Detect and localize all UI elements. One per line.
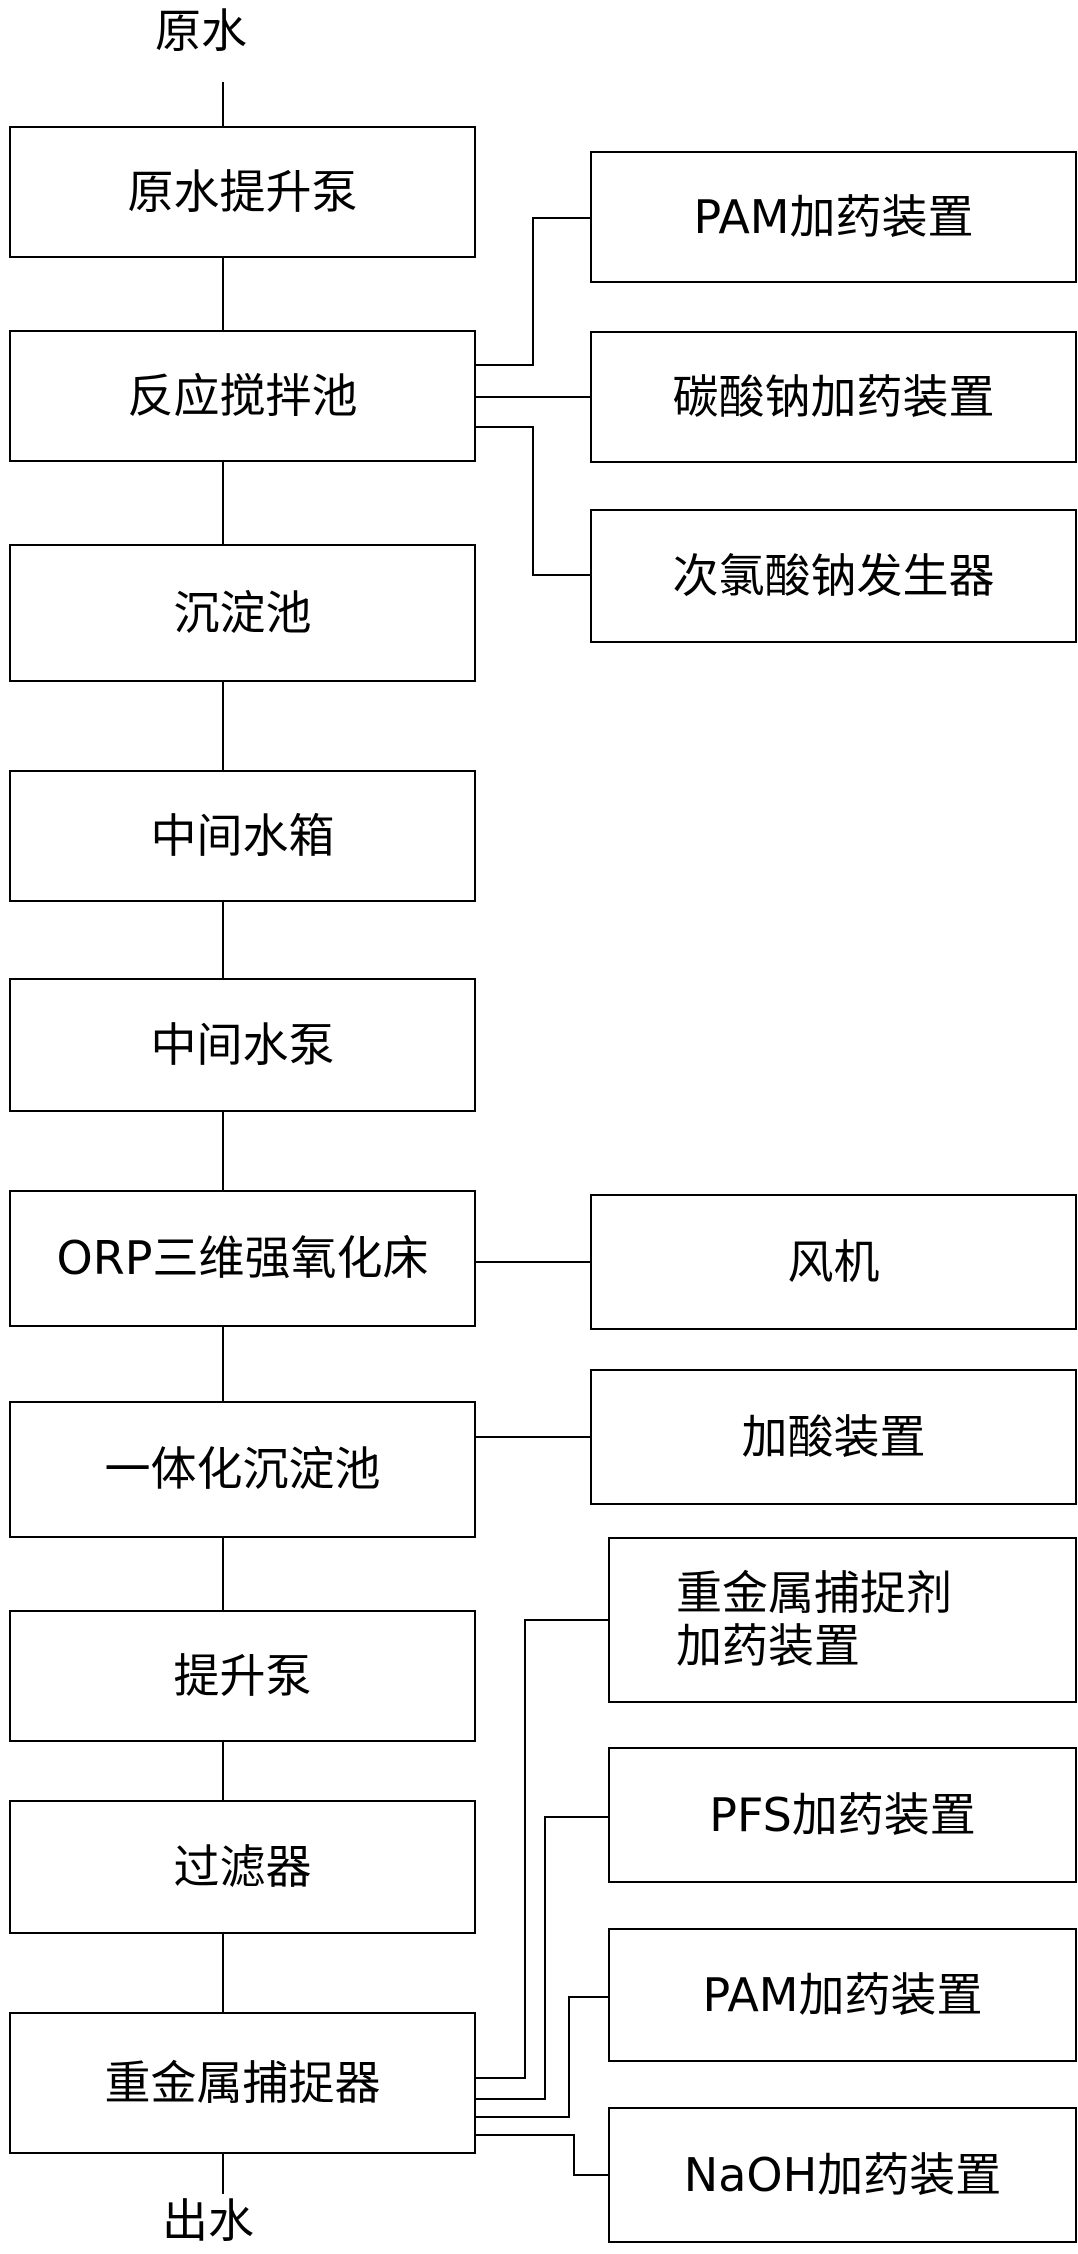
connector-reaction-to-hypochlorite xyxy=(476,426,590,576)
raw-water-pump-box: 原水提升泵 xyxy=(9,126,476,258)
acid-dosing-device-box: 加酸装置 xyxy=(590,1369,1077,1505)
sodium-hypochlorite-generator-box: 次氯酸钠发生器 xyxy=(590,509,1077,643)
heavy-metal-agent-dosing-box: 重金属捕捉剂 加药装置 xyxy=(608,1537,1077,1703)
intermediate-water-pump-box: 中间水泵 xyxy=(9,978,476,1112)
raw-water-label: 原水 xyxy=(155,4,247,58)
filter-box: 过滤器 xyxy=(9,1800,476,1934)
pam-dosing-device-box: PAM加药装置 xyxy=(590,151,1077,283)
lift-pump-box: 提升泵 xyxy=(9,1610,476,1742)
pfs-dosing-device-box: PFS加药装置 xyxy=(608,1747,1077,1883)
naoh-dosing-device-box: NaOH加药装置 xyxy=(608,2107,1077,2243)
integrated-settler-box: 一体化沉淀池 xyxy=(9,1401,476,1538)
heavy-metal-catcher-box: 重金属捕捉器 xyxy=(9,2012,476,2154)
reaction-mixing-tank-box: 反应搅拌池 xyxy=(9,330,476,462)
sodium-carbonate-dosing-box: 碳酸钠加药装置 xyxy=(590,331,1077,463)
connector-catcher-to-pam xyxy=(476,1996,608,2118)
connector-catcher-to-hm-agent xyxy=(476,1619,608,2079)
blower-box: 风机 xyxy=(590,1194,1077,1330)
intermediate-water-tank-box: 中间水箱 xyxy=(9,770,476,902)
connector-catcher-to-pfs xyxy=(476,1816,608,2100)
connector-reaction-to-pam xyxy=(476,217,590,366)
orp-oxidation-bed-box: ORP三维强氧化床 xyxy=(9,1190,476,1327)
pam-dosing-device-box-2: PAM加药装置 xyxy=(608,1928,1077,2062)
outlet-water-label: 出水 xyxy=(162,2194,254,2248)
sedimentation-tank-box: 沉淀池 xyxy=(9,544,476,682)
connector-catcher-to-naoh xyxy=(476,2134,608,2176)
